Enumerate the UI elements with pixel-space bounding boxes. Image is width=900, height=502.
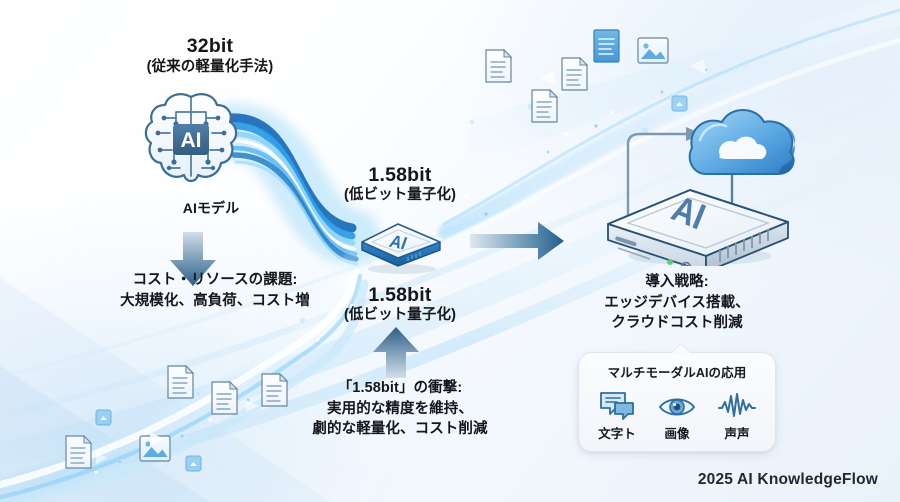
multimodal-card[interactable]: マルチモーダルAIの応用 文字ト	[578, 344, 776, 452]
center-top-headline: 1.58bit	[368, 164, 432, 186]
modality-item-text[interactable]: 文字ト	[589, 388, 645, 442]
chip-ai-label: AI	[387, 231, 410, 254]
deployment-strategy-text: 導入戦略: エッジデバイス搭載、 クラウドコスト削減	[604, 274, 750, 332]
left-headline: 32bit	[186, 35, 234, 57]
ai-model-caption: AIモデル	[182, 200, 240, 216]
modality-label-text: 文字ト	[598, 427, 636, 441]
modality-label-audio: 声声	[724, 427, 750, 441]
right-arrow-icon	[470, 222, 564, 260]
center-bottom-sub: (低ビット量子化)	[343, 307, 457, 323]
modality-label-image: 画像	[664, 427, 690, 441]
center-bottom-headline: 1.58bit	[368, 284, 432, 306]
audio-waveform-icon	[717, 388, 757, 420]
edge-device-cloud-group: AI	[592, 96, 832, 273]
cloud-icon	[688, 109, 795, 175]
cost-issue-text: コスト・リソースの課題: 大規模化、高負荷、コスト増	[120, 272, 310, 309]
modality-item-audio[interactable]: 声声	[709, 388, 765, 442]
quantized-ai-chip: AI	[352, 212, 448, 274]
left-headline-sub: (従来の軽量化手法)	[146, 59, 274, 75]
up-arrow-icon	[373, 327, 419, 378]
modality-item-image[interactable]: 画像	[649, 388, 705, 442]
eye-icon	[658, 388, 696, 420]
center-top-sub: (低ビット量子化)	[343, 187, 457, 203]
card-pointer	[671, 344, 691, 354]
chat-bubbles-icon	[599, 388, 635, 420]
impact-text: 「1.58bit」の衝撃: 実用的な精度を維持、 劇的な軽量化、コスト削減	[312, 380, 488, 438]
card-title: マルチモーダルAIの応用	[607, 366, 747, 380]
brain-ai-label: AI	[181, 129, 202, 152]
edge-device-icon: AI	[607, 188, 789, 273]
footer-credit: 2025 AI KnowledgeFlow	[697, 471, 878, 488]
ai-model-brain-node: AI	[136, 88, 246, 193]
